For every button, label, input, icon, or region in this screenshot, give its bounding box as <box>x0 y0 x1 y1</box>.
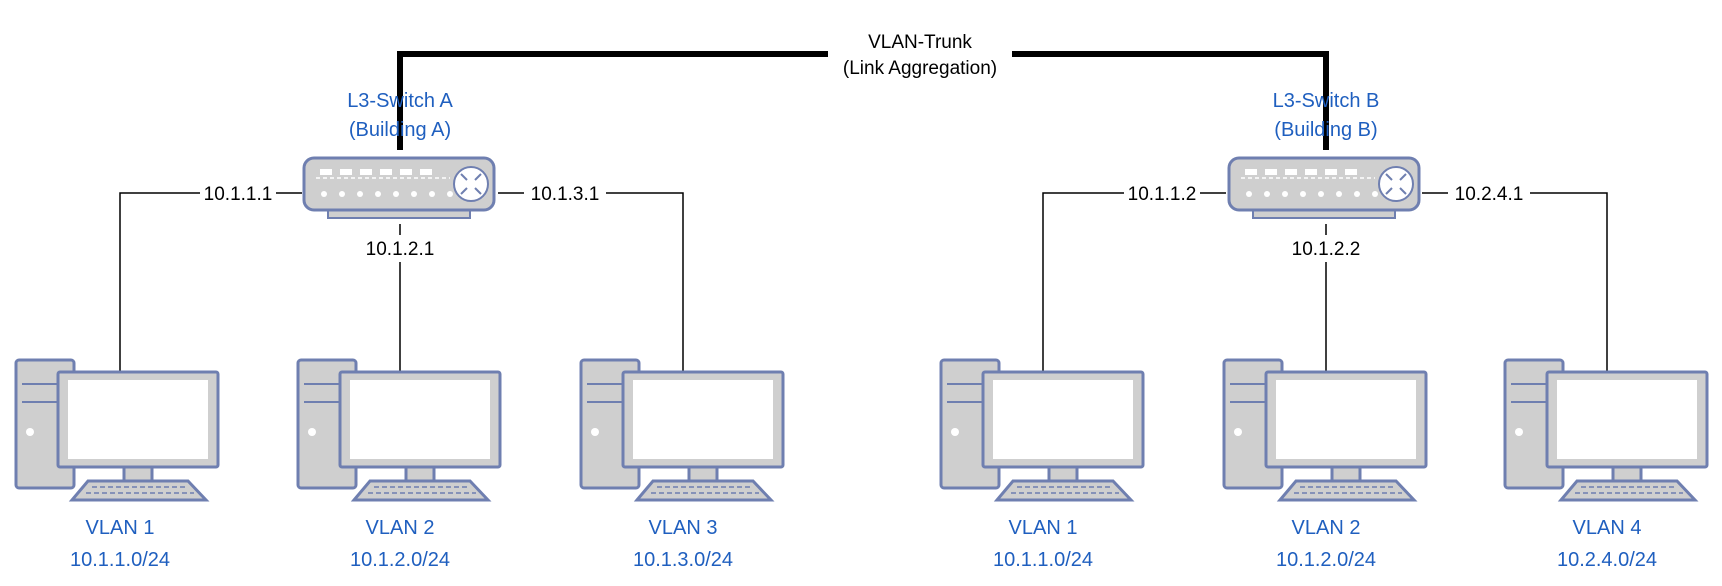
switch-a-location: (Building A) <box>349 119 451 141</box>
host-vlan-label: VLAN 1 <box>1009 517 1078 539</box>
host-subnet-label: 10.1.2.0/24 <box>1276 549 1376 571</box>
l3-switch-a: L3-Switch A (Building A) 10.1.1.1 10.1.2… <box>204 90 600 260</box>
host-vlan-label: VLAN 1 <box>86 517 155 539</box>
host-b-vlan4: VLAN 4 10.2.4.0/24 <box>1503 358 1709 571</box>
desktop-computer-icon <box>14 358 220 502</box>
host-vlan-label: VLAN 4 <box>1573 517 1642 539</box>
link-a-vlan1 <box>119 192 302 372</box>
host-b-vlan2: VLAN 2 10.1.2.0/24 <box>1222 358 1428 571</box>
host-subnet-label: 10.1.2.0/24 <box>350 549 450 571</box>
switch-a-name: L3-Switch A <box>347 90 453 112</box>
host-vlan-label: VLAN 3 <box>649 517 718 539</box>
trunk-sublabel: (Link Aggregation) <box>843 58 997 79</box>
host-a-vlan1: VLAN 1 10.1.1.0/24 <box>14 358 220 571</box>
desktop-computer-icon <box>1222 358 1428 502</box>
host-b-vlan1: VLAN 1 10.1.1.0/24 <box>939 358 1145 571</box>
switch-b-location: (Building B) <box>1274 119 1377 141</box>
desktop-computer-icon <box>939 358 1145 502</box>
l3-switch-icon <box>1227 156 1421 220</box>
switch-b-name: L3-Switch B <box>1273 90 1380 112</box>
link-b-vlan1 <box>1042 192 1226 372</box>
link-a-vlan3 <box>498 192 684 372</box>
switch-a-port-vlan1: 10.1.1.1 <box>204 184 273 205</box>
link-b-vlan4 <box>1422 192 1608 372</box>
host-vlan-label: VLAN 2 <box>366 517 435 539</box>
host-a-vlan2: VLAN 2 10.1.2.0/24 <box>296 358 502 571</box>
switch-a-port-vlan2: 10.1.2.1 <box>366 239 435 260</box>
host-a-vlan3: VLAN 3 10.1.3.0/24 <box>579 358 785 571</box>
host-subnet-label: 10.2.4.0/24 <box>1557 549 1657 571</box>
switch-b-port-vlan1: 10.1.1.2 <box>1128 184 1197 205</box>
trunk-label: VLAN-Trunk <box>868 32 972 53</box>
vlan-trunk-link <box>397 51 1329 150</box>
desktop-computer-icon <box>296 358 502 502</box>
l3-switch-b: L3-Switch B (Building B) 10.1.1.2 10.1.2… <box>1128 90 1524 260</box>
host-subnet-label: 10.1.1.0/24 <box>993 549 1093 571</box>
switch-b-port-vlan4: 10.2.4.1 <box>1455 184 1524 205</box>
host-subnet-label: 10.1.1.0/24 <box>70 549 170 571</box>
switch-b-port-vlan2: 10.1.2.2 <box>1292 239 1361 260</box>
host-vlan-label: VLAN 2 <box>1292 517 1361 539</box>
desktop-computer-icon <box>1503 358 1709 502</box>
host-subnet-label: 10.1.3.0/24 <box>633 549 733 571</box>
l3-switch-icon <box>302 156 496 220</box>
switch-a-port-vlan3: 10.1.3.1 <box>531 184 600 205</box>
desktop-computer-icon <box>579 358 785 502</box>
